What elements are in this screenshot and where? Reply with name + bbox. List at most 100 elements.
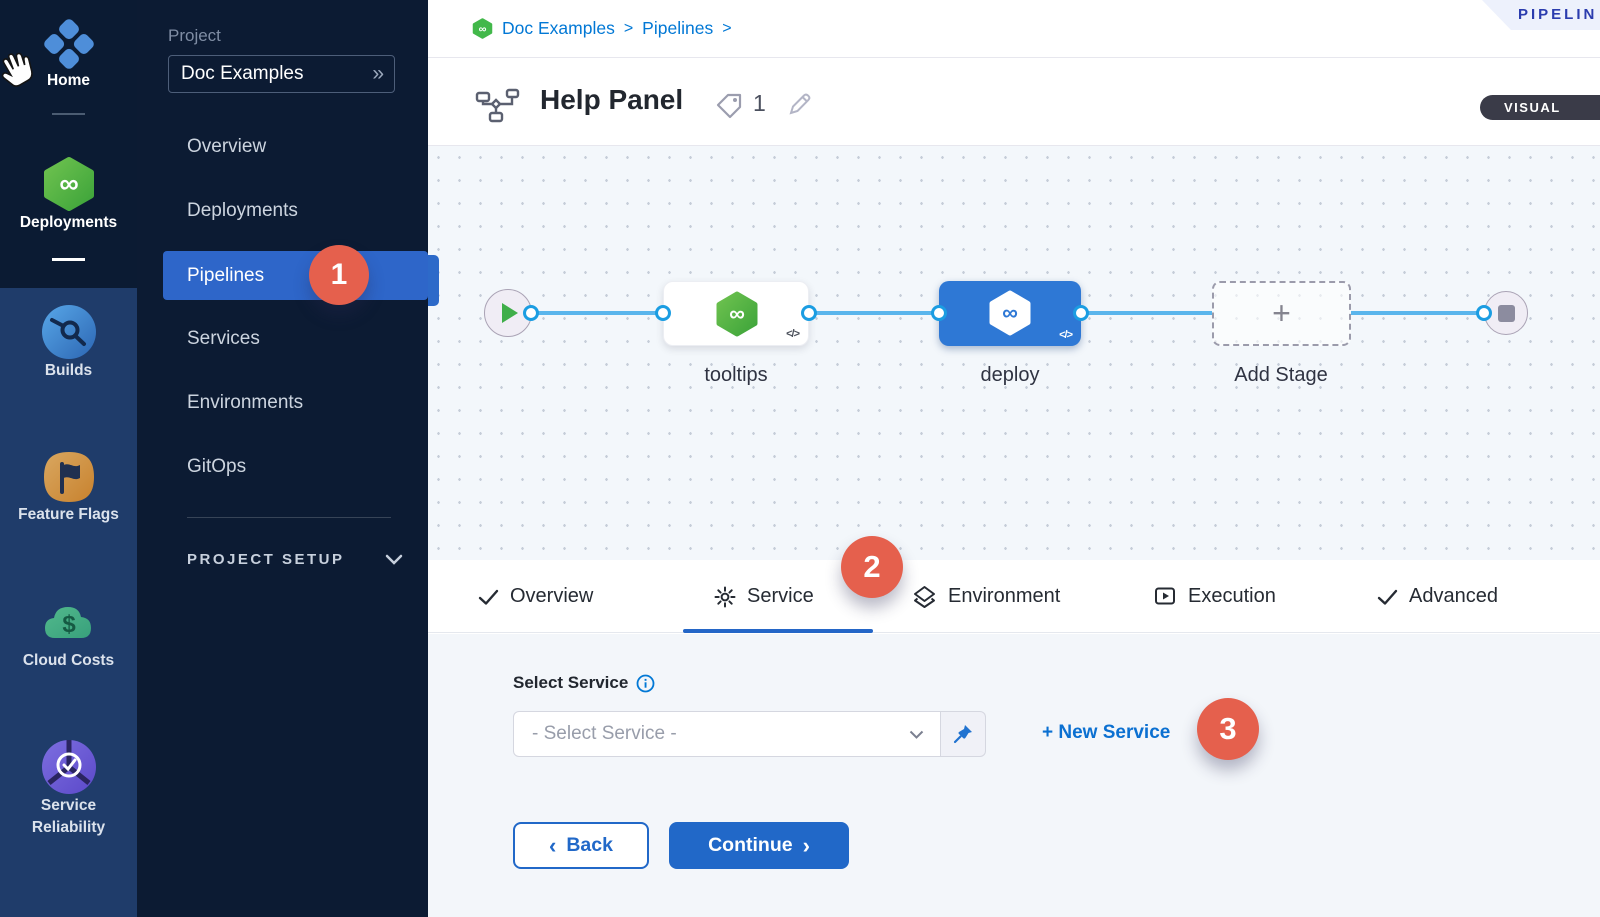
svg-text:$: $ <box>62 611 76 638</box>
deployments-underline <box>52 258 85 261</box>
sidebar-item-pipelines[interactable]: Pipelines <box>163 251 428 300</box>
tag-icon[interactable] <box>714 91 746 121</box>
annotation-step-2: 2 <box>841 536 903 598</box>
active-tab-underline <box>683 629 873 633</box>
rail-label-feature-flags: Feature Flags <box>18 506 119 523</box>
tag-count: 1 <box>753 90 766 116</box>
chevron-left-icon: ‹ <box>549 832 557 858</box>
connector-port[interactable] <box>523 305 539 321</box>
sidebar-item-environments[interactable]: Environments <box>187 392 304 413</box>
chevron-down-icon <box>909 730 940 739</box>
select-service-label: Select Service <box>513 673 655 693</box>
sidebar-item-deployments[interactable]: Deployments <box>187 200 298 221</box>
project-section-label: Project <box>168 26 221 45</box>
rail-item-home[interactable]: Home <box>0 18 137 92</box>
continue-button-label: Continue <box>708 834 793 856</box>
stage-card-deploy[interactable]: ∞ </> <box>939 281 1081 346</box>
svg-text:∞: ∞ <box>479 24 487 36</box>
sidebar-item-overview[interactable]: Overview <box>187 136 267 157</box>
sidebar-item-gitops[interactable]: GitOps <box>187 456 247 477</box>
rail-label-cloud-costs: Cloud Costs <box>22 652 115 669</box>
tab-service[interactable]: Service <box>714 560 814 633</box>
sidebar-divider <box>187 517 391 518</box>
harness-stage-icon: ∞ <box>716 291 758 337</box>
module-rail-active-section <box>0 0 137 288</box>
title-divider <box>428 145 1600 146</box>
tab-execution-label: Execution <box>1188 585 1276 607</box>
connector-port[interactable] <box>1073 305 1089 321</box>
tab-advanced[interactable]: Advanced <box>1377 560 1498 633</box>
new-service-link[interactable]: + New Service <box>1042 722 1171 743</box>
breadcrumb-pipelines-link[interactable]: Pipelines <box>642 18 714 38</box>
stage-label-deploy: deploy <box>980 364 1040 386</box>
stage-card-tooltips[interactable]: ∞ </> <box>663 281 809 346</box>
sidebar-item-pipelines-label: Pipelines <box>187 265 265 286</box>
project-selector[interactable]: Doc Examples » <box>168 55 395 93</box>
add-stage-label: Add Stage <box>1234 364 1328 386</box>
canvas-left-accent <box>428 255 439 306</box>
tab-overview[interactable]: Overview <box>478 560 593 633</box>
rail-item-feature-flags[interactable]: Feature Flags <box>0 450 137 526</box>
pin-icon <box>953 725 972 744</box>
pipeline-end-node[interactable] <box>1484 291 1528 335</box>
home-icon <box>43 19 94 69</box>
pipeline-link <box>809 311 939 315</box>
builds-icon <box>41 305 96 359</box>
connector-port[interactable] <box>655 305 671 321</box>
module-rail: Home ∞ Deployments Builds <box>0 0 137 917</box>
play-icon <box>502 303 518 323</box>
rail-label-home: Home <box>46 72 91 89</box>
connector-port[interactable] <box>931 305 947 321</box>
rail-item-builds[interactable]: Builds <box>0 304 137 382</box>
pipeline-canvas[interactable]: ∞ </> tooltips ∞ </> deploy + Add Stage <box>428 146 1600 560</box>
gear-icon <box>714 586 736 607</box>
main-content: ∞ Doc Examples > Pipelines > PIPELIN Hel… <box>428 0 1600 917</box>
connector-port[interactable] <box>1476 305 1492 321</box>
breadcrumb-separator: > <box>722 19 732 37</box>
title-row: Help Panel 1 VISUAL <box>428 58 1600 145</box>
sidebar-item-services[interactable]: Services <box>187 328 260 349</box>
pipeline-link <box>1351 311 1484 315</box>
svg-text:∞: ∞ <box>729 301 745 326</box>
project-setup-label: PROJECT SETUP <box>187 551 345 568</box>
edit-pencil-icon[interactable] <box>786 90 814 118</box>
check-icon <box>1377 589 1398 605</box>
add-stage-button[interactable]: + <box>1212 281 1351 346</box>
tab-execution[interactable]: Execution <box>1154 560 1276 633</box>
visual-yaml-toggle[interactable]: VISUAL <box>1480 95 1600 120</box>
stage-tabs: Overview Service Environment <box>428 560 1600 633</box>
rail-label-deployments: Deployments <box>19 214 118 231</box>
project-name: Doc Examples <box>181 63 304 84</box>
deploy-stage-icon: ∞ <box>989 290 1031 336</box>
connector-port[interactable] <box>801 305 817 321</box>
check-icon <box>478 589 499 605</box>
service-select-dropdown[interactable]: - Select Service - <box>513 711 941 757</box>
annotation-step-3: 3 <box>1197 698 1259 760</box>
pipeline-link <box>1081 311 1212 315</box>
tab-environment-label: Environment <box>948 585 1061 607</box>
stage-label-tooltips: tooltips <box>704 364 768 386</box>
expand-projects-icon[interactable]: » <box>372 62 384 85</box>
svg-text:∞: ∞ <box>59 169 78 199</box>
code-icon: </> <box>1059 329 1073 341</box>
breadcrumb-project-link[interactable]: Doc Examples <box>502 18 615 38</box>
pipeline-link <box>531 311 663 315</box>
deployments-icon: ∞ <box>43 157 94 211</box>
rail-item-cloud-costs[interactable]: $ Cloud Costs <box>0 594 137 672</box>
rail-item-service-reliability[interactable]: Service Reliability <box>0 739 137 839</box>
back-button-label: Back <box>566 834 613 856</box>
tab-service-label: Service <box>747 585 814 607</box>
breadcrumb-separator: > <box>623 19 634 37</box>
code-icon: </> <box>786 328 800 340</box>
chevron-down-icon <box>385 554 402 565</box>
project-setup-toggle[interactable]: PROJECT SETUP <box>187 551 403 568</box>
rail-item-deployments[interactable]: ∞ Deployments <box>0 156 137 234</box>
continue-button[interactable]: Continue › <box>669 822 849 869</box>
info-icon[interactable] <box>636 674 655 693</box>
tab-environment[interactable]: Environment <box>912 560 1060 633</box>
tab-advanced-label: Advanced <box>1409 585 1498 607</box>
back-button[interactable]: ‹ Back <box>513 822 649 869</box>
rail-label-builds: Builds <box>44 362 93 379</box>
breadcrumb: ∞ Doc Examples > Pipelines > <box>428 0 1600 57</box>
pin-button[interactable] <box>941 711 986 757</box>
